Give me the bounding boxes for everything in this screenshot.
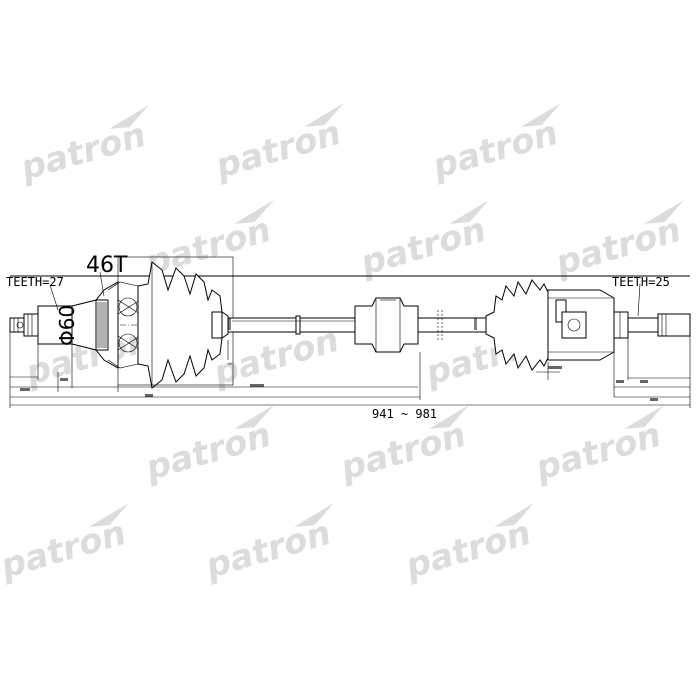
watermark-logo: patron bbox=[355, 199, 490, 284]
watermark-logo: patron bbox=[530, 404, 665, 489]
spline-count-label: 46T bbox=[86, 253, 128, 278]
watermark-logo: patron bbox=[200, 502, 335, 587]
right-stub-shaft bbox=[627, 313, 691, 337]
leader-lines bbox=[49, 271, 641, 317]
teeth-right-label: TEETH=25 bbox=[612, 275, 670, 289]
watermark-text: patron bbox=[0, 513, 130, 587]
damper-weight bbox=[354, 297, 419, 353]
diameter-label: Φ60 bbox=[55, 305, 79, 346]
small-dimension-marks bbox=[20, 318, 658, 401]
watermark-logo: patron bbox=[427, 102, 562, 187]
watermark-logo: patron bbox=[15, 104, 150, 189]
main-shaft bbox=[227, 315, 374, 335]
watermark-logo: patron bbox=[140, 404, 275, 489]
watermark-logo: patron bbox=[400, 502, 535, 587]
right-inner-cv-joint bbox=[547, 289, 629, 361]
teeth-left-label: TEETH=27 bbox=[6, 275, 64, 289]
left-outer-cv-joint bbox=[71, 281, 141, 369]
watermark-logo: patron bbox=[0, 502, 130, 587]
left-boot bbox=[137, 261, 229, 389]
watermark-logo: patron bbox=[210, 102, 345, 187]
watermark-logo: patron bbox=[550, 199, 685, 284]
overall-length-label: 941 ~ 981 bbox=[372, 407, 437, 421]
dimension-lines bbox=[9, 332, 691, 408]
